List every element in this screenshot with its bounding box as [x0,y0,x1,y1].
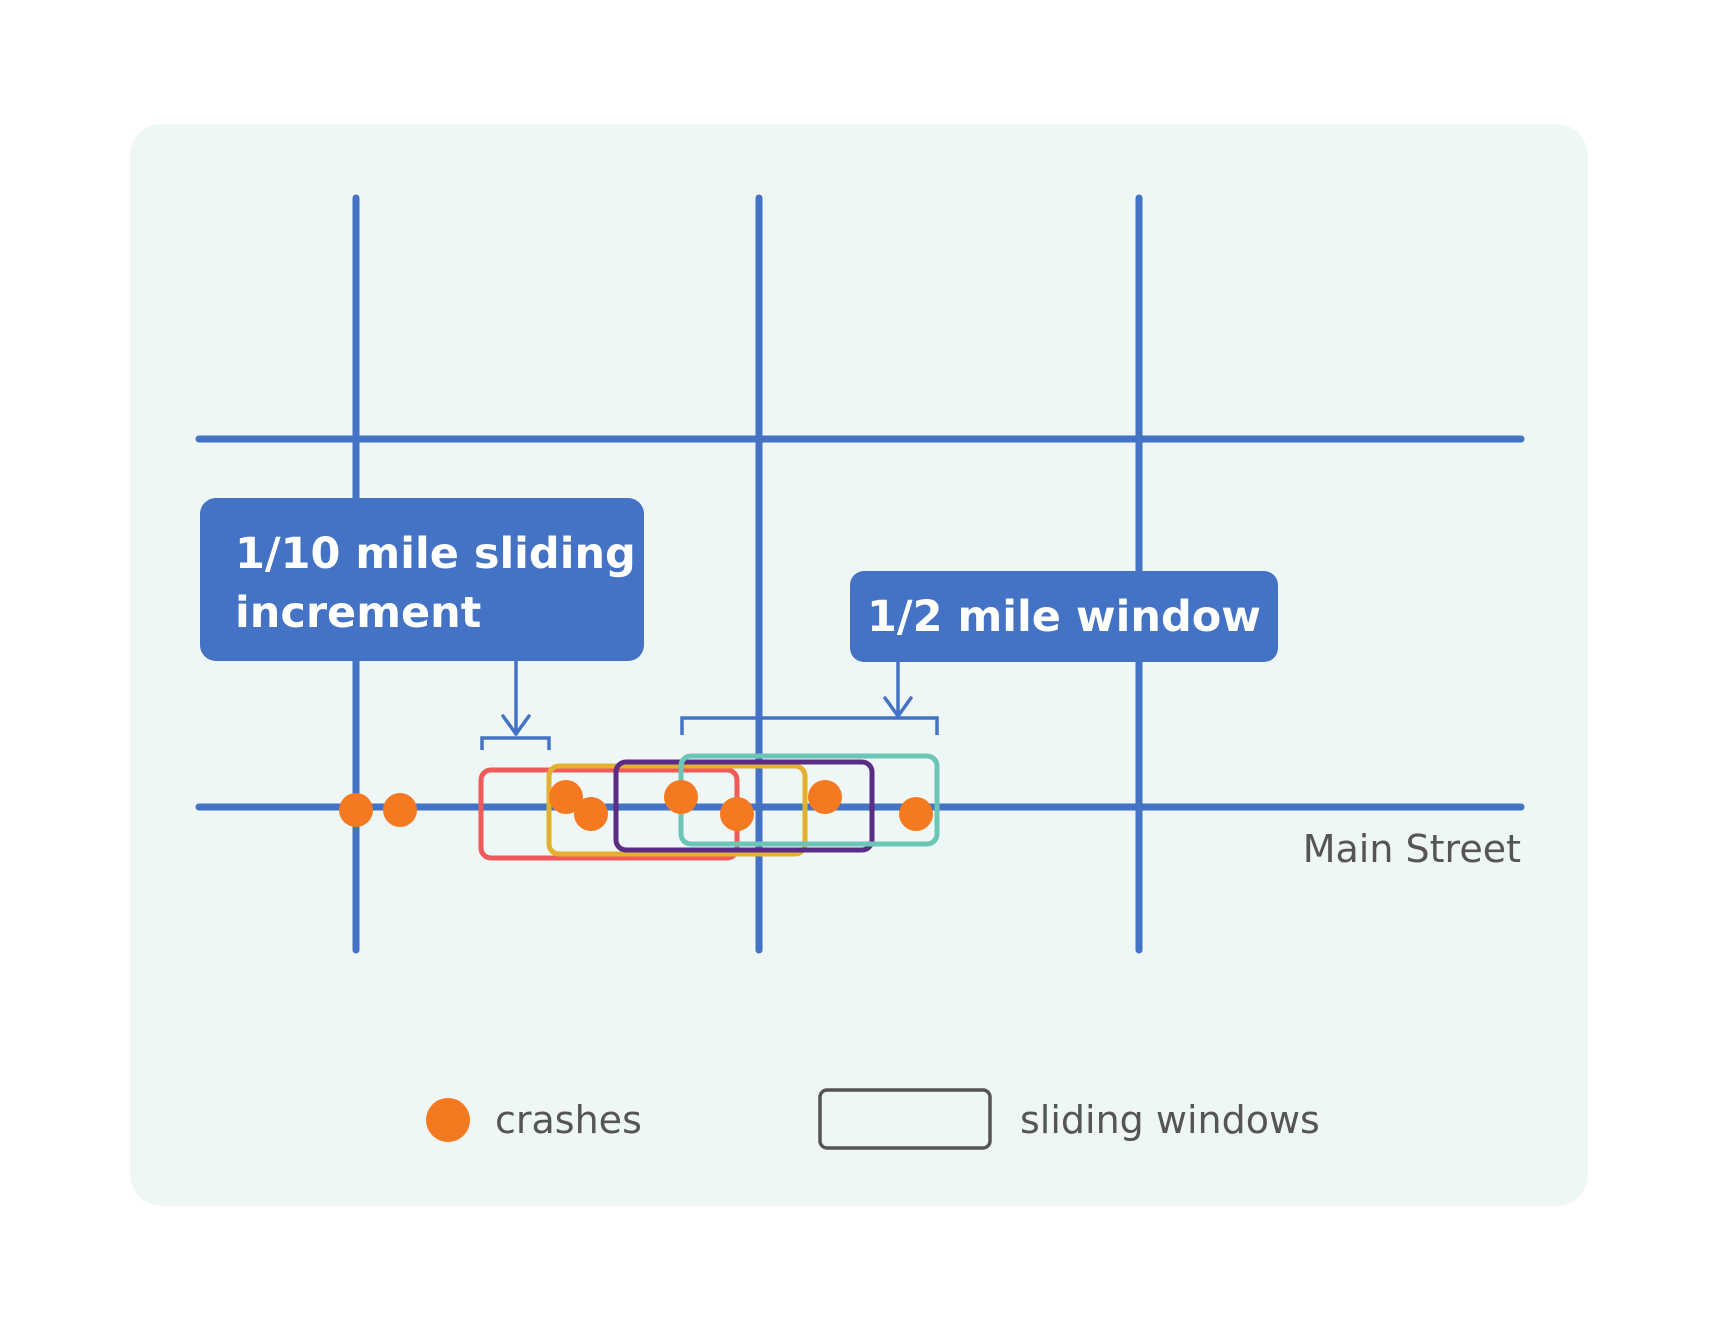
increment-callout: 1/10 mile sliding increment [200,498,644,661]
legend-crash-swatch [426,1098,470,1142]
crash-point [899,797,933,831]
window-callout-box [850,571,1278,662]
increment-bracket [480,736,551,750]
crash-point [574,797,608,831]
sliding-window-2 [546,763,808,857]
crash-points [339,780,933,831]
crash-point [383,793,417,827]
legend-window-swatch [818,1088,992,1150]
crash-point [720,797,754,831]
window-bracket [680,716,939,735]
window-callout: 1/2 mile window [850,571,1278,662]
increment-arrow [501,659,531,736]
legend: crashes sliding windows [426,1088,1320,1150]
main-street-label: Main Street [1303,827,1521,871]
crash-point [339,793,373,827]
crash-point [808,780,842,814]
legend-windows-label: sliding windows [1020,1098,1320,1142]
window-callout-text: 1/2 mile window [867,592,1261,642]
diagram-panel [130,124,1588,1206]
increment-callout-line2: increment [235,588,481,638]
crash-point [549,780,583,814]
legend-crashes-label: crashes [495,1098,642,1142]
window-arrow [883,660,913,718]
increment-callout-box [200,498,644,661]
increment-callout-line1: 1/10 mile sliding [235,529,636,579]
sliding-window-3 [613,759,875,853]
crash-point [664,780,698,814]
